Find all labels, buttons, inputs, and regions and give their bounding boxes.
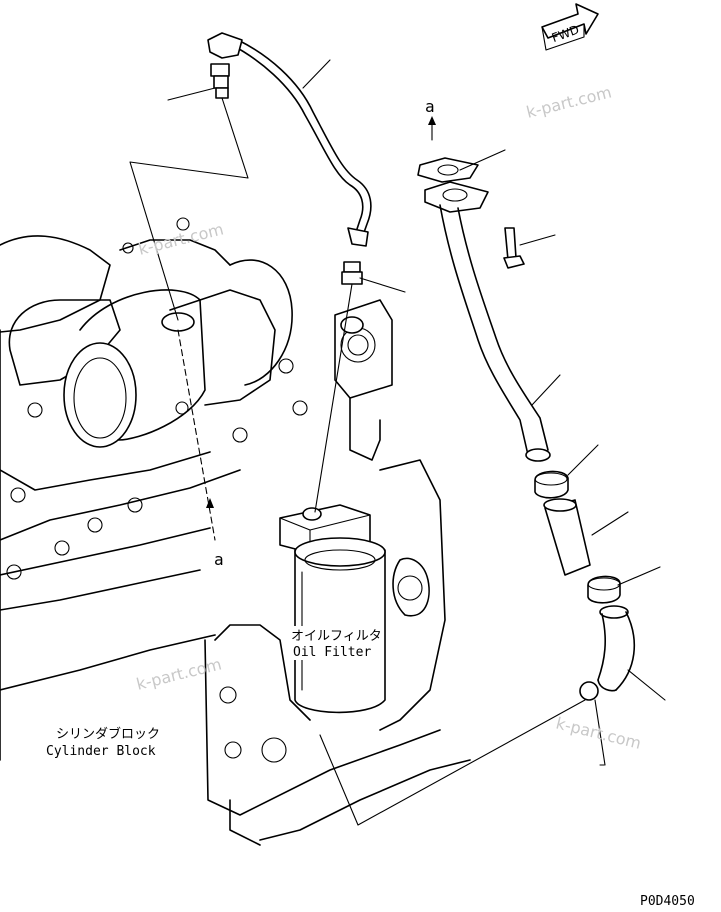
elbow-tube	[597, 605, 636, 692]
oil-filter-en-label: Oil Filter	[293, 645, 371, 660]
cylinder-block-jp-label: シリンダブロック	[56, 726, 160, 742]
oil-return-tube	[424, 181, 551, 462]
flange-housing	[334, 299, 393, 461]
ref-a-bottom-arrow	[206, 498, 214, 508]
watermark-top-right: k-part.com	[524, 82, 613, 122]
turbocharger	[8, 217, 293, 448]
connector-fitting	[210, 63, 230, 99]
ref-a-bottom-label: a	[214, 550, 224, 569]
engine-block	[0, 235, 471, 846]
oil-inlet-tube	[207, 32, 372, 247]
fwd-arrow-icon: FWD	[541, 3, 599, 51]
oil-filter-jp-label: オイルフィルタ	[291, 629, 382, 644]
union-fitting	[341, 261, 363, 285]
leader-lines	[129, 59, 666, 826]
ref-a-top-label: a	[425, 97, 435, 116]
oil-filter	[279, 504, 386, 714]
hose-clamp-upper	[534, 470, 569, 499]
watermark-bottom-right: k-part.com	[554, 713, 643, 753]
gasket	[417, 157, 479, 183]
bolt	[503, 227, 525, 269]
hose-clamp-lower	[587, 575, 621, 604]
o-ring	[579, 681, 599, 701]
watermark-block: k-part.com	[134, 654, 223, 694]
cylinder-block-en-label: Cylinder Block	[46, 744, 156, 759]
drawing-code-label: P0D4050	[640, 894, 695, 909]
rubber-hose	[543, 498, 591, 576]
ref-a-top-arrow	[428, 116, 436, 141]
